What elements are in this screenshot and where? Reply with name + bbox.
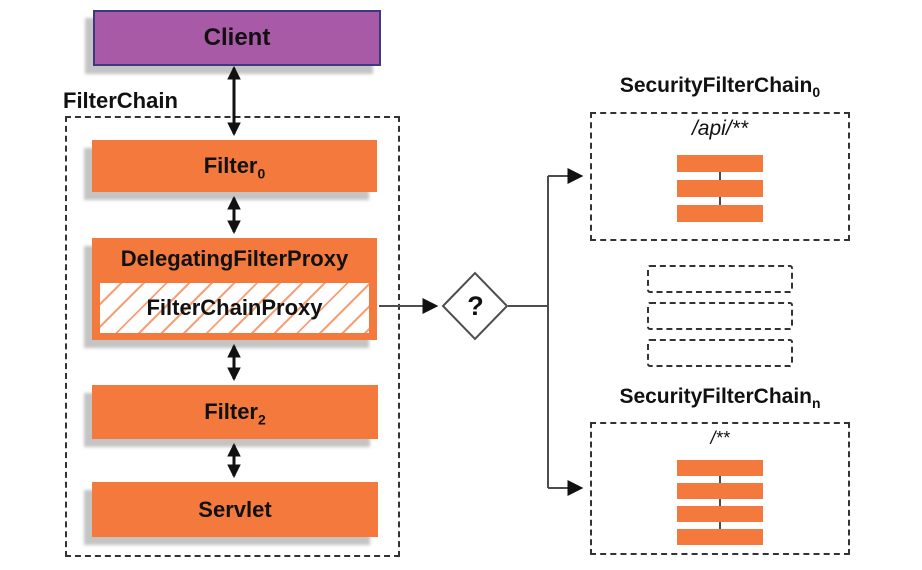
security-filter-chain-n-subscript: n [812,395,821,412]
filter0-label: Filter0 [203,153,266,182]
filter2-subscript: 2 [258,411,266,428]
collapsed-chain-list [647,265,793,376]
delegating-filter-proxy-box: DelegatingFilterProxy FilterChainProxy [92,238,377,340]
filter-stack-n-connector [719,469,721,536]
collapsed-chain-item [647,339,793,367]
filter-chain-proxy-label: FilterChainProxy [146,295,323,320]
servlet-box: Servlet [92,482,378,537]
security-filter-chain-0-subscript: 0 [812,84,821,101]
delegating-filter-proxy-label: DelegatingFilterProxy [120,246,349,271]
filter2-box: Filter2 [92,385,378,439]
request-pattern-api: /api/** [691,117,749,140]
filter-stack-0 [677,155,763,222]
filter-bar [677,155,763,172]
request-pattern-all: /** [710,428,730,448]
security-filter-chain-n-box: /** [590,422,850,555]
collapsed-chain-item [647,265,793,293]
collapsed-chain-item [647,302,793,330]
security-filter-chain-0-box: /api/** [590,112,850,241]
filter-bar [677,529,763,545]
filter-bar [677,483,763,499]
filter-bar [677,180,763,197]
filter-chain-proxy-box: FilterChainProxy [100,283,369,333]
filter2-label: Filter2 [204,399,266,428]
filter-chain-label: FilterChain [63,88,178,113]
security-filter-chain-0-title: SecurityFilterChain0 [619,74,821,101]
client-box: Client [93,10,381,66]
client-label: Client [203,24,271,51]
security-filter-chain-n-title: SecurityFilterChainn [619,385,821,412]
filter0-subscript: 0 [257,165,266,182]
filter-bar [677,506,763,522]
decision-question-label: ? [467,291,484,321]
filter-bar [677,205,763,222]
filter0-box: Filter0 [92,140,377,192]
servlet-label: Servlet [198,496,272,522]
filter-bar [677,460,763,476]
filter-stack-n [677,460,763,545]
